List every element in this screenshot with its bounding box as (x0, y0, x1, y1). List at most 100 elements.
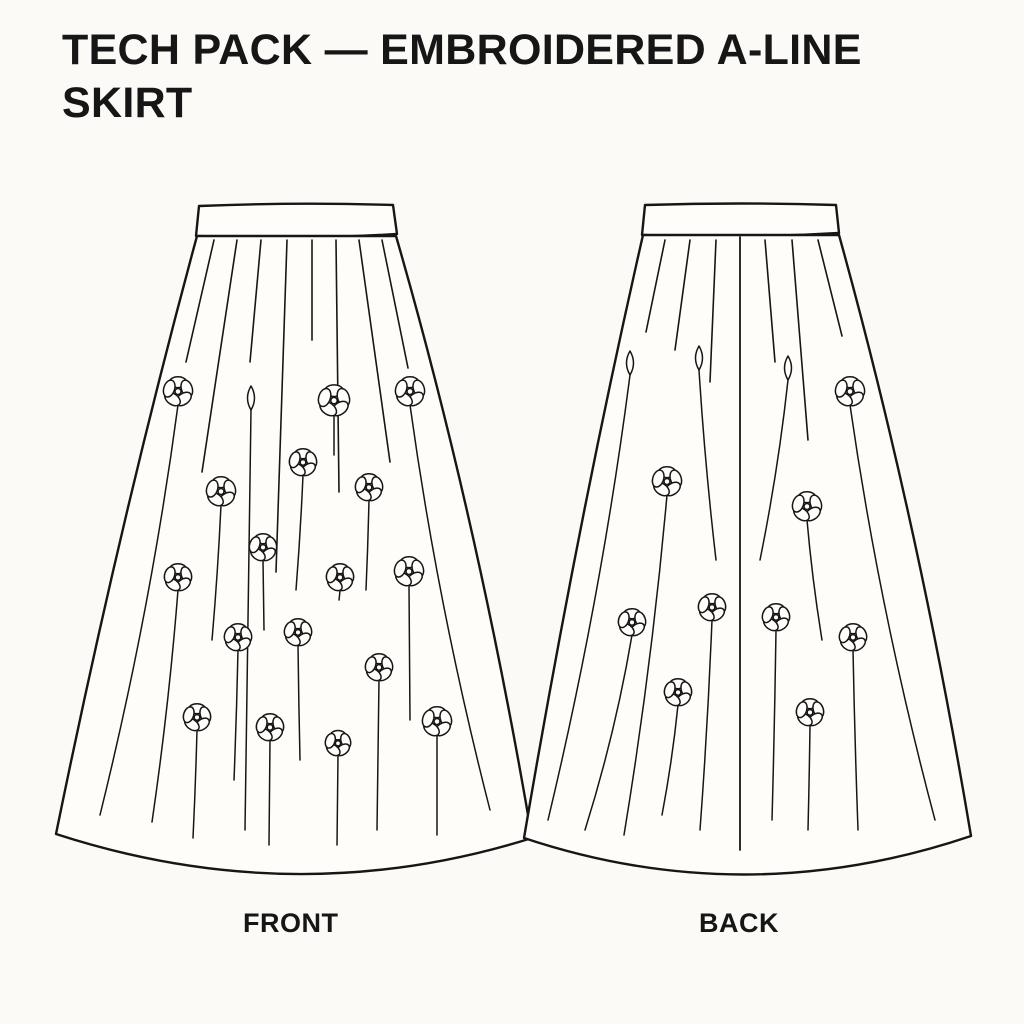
flower-center-mark (806, 708, 814, 716)
stem-mark (852, 649, 859, 831)
stem-mark (295, 474, 304, 591)
stem-mark (584, 634, 633, 831)
embroidery-vine (182, 702, 212, 839)
skirt-front (54, 202, 534, 876)
front-waistband (194, 202, 399, 239)
embroidery-vine (791, 491, 823, 641)
flower-center-mark (174, 387, 182, 396)
petal-mark (283, 621, 296, 639)
flower-center-mark (193, 713, 201, 721)
embroidery-vine (205, 476, 237, 641)
flower-center-mark (849, 633, 857, 641)
stem-mark (151, 589, 179, 823)
stem-mark (192, 729, 198, 839)
petal-mark (288, 451, 301, 469)
embroidery-vine (283, 617, 313, 761)
petal-mark (761, 606, 774, 624)
embroidery-vine (99, 376, 194, 816)
flower-center-mark (330, 396, 338, 405)
embroidery-vine (761, 602, 791, 821)
petal-mark (162, 379, 176, 398)
stem-mark (262, 559, 265, 631)
flower-center-mark (336, 573, 344, 581)
embroidery-vine (244, 385, 256, 831)
petal-mark (651, 469, 665, 488)
back-embroidery (547, 345, 936, 836)
flower-center-mark (294, 628, 302, 636)
flower-center-mark (674, 688, 682, 696)
embroidery-vine (661, 677, 693, 816)
stem-mark (268, 739, 271, 846)
embroidery-vine (697, 592, 727, 831)
petal-mark (163, 566, 176, 584)
embroidery-vine (223, 622, 253, 781)
petal-mark (663, 681, 676, 699)
stem-mark (338, 589, 341, 601)
embroidery-vine (838, 622, 868, 831)
embroidery-vine (795, 697, 825, 831)
flower-center-mark (433, 717, 441, 726)
embroidery-vine (759, 355, 793, 561)
stem-mark (623, 494, 668, 836)
embroidery-vine (255, 712, 285, 846)
petal-mark (393, 559, 407, 578)
embroidery-vine (248, 532, 278, 631)
stem-mark (211, 504, 222, 641)
petal-mark (324, 732, 337, 749)
skirt-back (522, 202, 973, 876)
front-pleat-lines (185, 239, 409, 573)
back-skirt-body (522, 233, 973, 876)
stem-mark (759, 379, 789, 561)
bud-mark (783, 355, 793, 381)
stem-mark (547, 374, 631, 821)
embroidery-vine (325, 562, 355, 601)
embroidery-vine (623, 466, 683, 836)
front-skirt-body (54, 234, 534, 876)
flower-center-mark (174, 573, 182, 581)
flower-center-mark (266, 723, 274, 731)
flower-center-mark (334, 739, 342, 747)
back-view-label: BACK (699, 908, 779, 938)
petal-mark (205, 479, 219, 498)
embroidery-vine (354, 472, 384, 591)
petal-mark (791, 494, 805, 513)
flower-center-mark (405, 567, 413, 576)
stem-mark (336, 754, 339, 846)
flower-center-mark (803, 502, 811, 511)
petal-mark (255, 716, 268, 734)
petal-mark (834, 379, 848, 398)
petal-mark (223, 626, 236, 644)
flower-center-mark (375, 663, 383, 671)
petal-mark (317, 387, 332, 408)
flower-center-mark (708, 603, 716, 611)
stem-mark (365, 499, 370, 591)
petal-mark (617, 611, 630, 629)
stem-mark (698, 369, 717, 561)
back-waistband (640, 202, 841, 238)
stem-mark (244, 409, 252, 831)
petal-mark (394, 379, 408, 398)
petal-mark (795, 701, 808, 719)
embroidery-vine (324, 729, 352, 846)
bud-mark (625, 350, 635, 376)
embroidery-vine (584, 607, 647, 831)
stem-mark (806, 519, 823, 641)
petal-mark (364, 656, 377, 674)
stem-mark (699, 619, 713, 831)
flower-center-mark (772, 613, 780, 621)
stem-mark (233, 649, 239, 781)
stem-mark (408, 584, 411, 721)
embroidery-vine (547, 350, 635, 821)
flower-center-mark (259, 543, 267, 551)
petal-mark (421, 709, 435, 728)
flower-center-mark (406, 387, 414, 396)
petal-mark (248, 536, 261, 554)
back-pleat-lines (645, 239, 843, 441)
stem-mark (409, 404, 491, 811)
flower-center-mark (628, 618, 636, 626)
stem-mark (661, 704, 679, 816)
front-view-label: FRONT (243, 908, 339, 938)
petal-mark (182, 706, 195, 724)
stem-mark (99, 404, 179, 816)
embroidery-vine (151, 562, 193, 823)
